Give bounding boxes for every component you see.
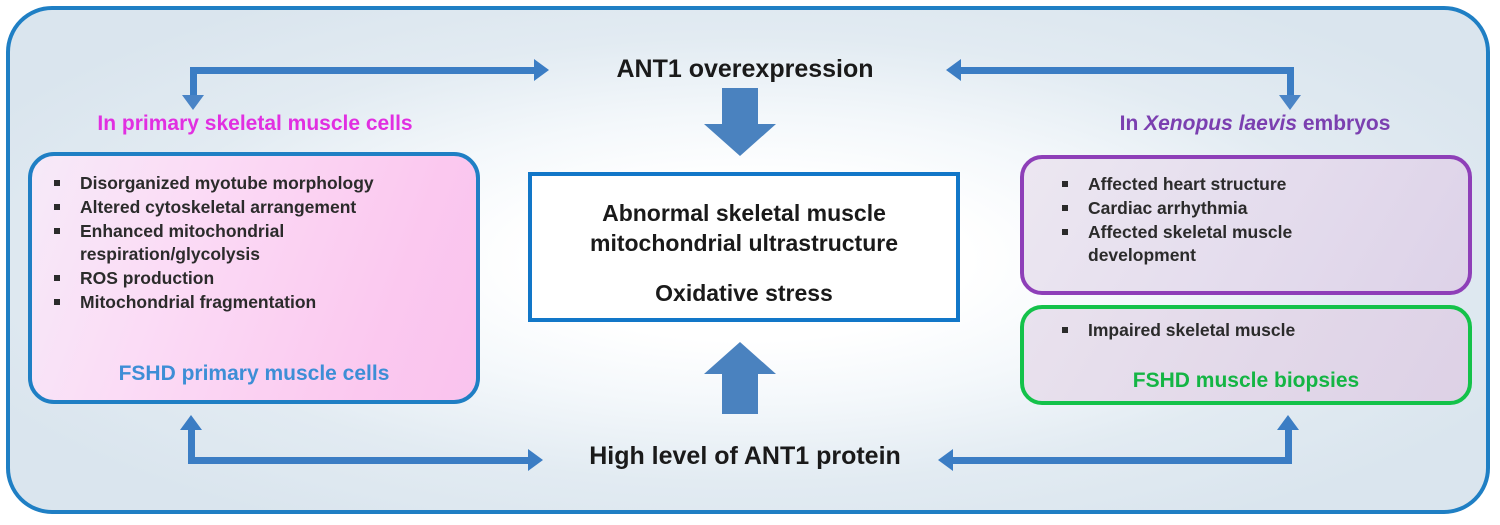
arrowhead-bottom-left-into-label bbox=[528, 449, 543, 471]
arrowhead-top-left-into-title bbox=[534, 59, 549, 81]
arrowhead-bottom-right-into-label bbox=[938, 449, 953, 471]
center-line-1: Abnormal skeletal muscle bbox=[602, 200, 886, 226]
block-arrow-up bbox=[704, 342, 776, 414]
page-title-top: ANT1 overexpression bbox=[616, 55, 874, 83]
list-item-continuation: respiration/glycolysis bbox=[80, 244, 260, 265]
heading-suffix: embryos bbox=[1297, 112, 1391, 135]
list-item-continuation: development bbox=[1088, 245, 1196, 266]
connector-bottom-right-vertical bbox=[1285, 428, 1292, 462]
list-item: Mitochondrial fragmentation bbox=[46, 291, 466, 314]
connector-top-left-horizontal bbox=[190, 67, 542, 74]
right-section-heading: In Xenopus laevis embryos bbox=[1035, 112, 1475, 136]
arrowhead-top-left-down bbox=[182, 95, 204, 110]
list-item: Affected skeletal muscle bbox=[1054, 221, 1454, 244]
block-arrow-down bbox=[704, 88, 776, 156]
connector-top-right-vertical bbox=[1287, 67, 1294, 97]
page-title-bottom: High level of ANT1 protein bbox=[589, 442, 901, 470]
heading-species-name: Xenopus laevis bbox=[1144, 112, 1298, 135]
list-item: Altered cytoskeletal arrangement bbox=[46, 196, 466, 219]
left-bullet-list: Disorganized myotube morphology Altered … bbox=[46, 172, 466, 315]
list-item: Disorganized myotube morphology bbox=[46, 172, 466, 195]
connector-bottom-right-horizontal bbox=[952, 457, 1292, 464]
connector-top-left-vertical bbox=[190, 67, 197, 97]
biopsy-panel-footer: FSHD muscle biopsies bbox=[1132, 369, 1360, 392]
left-panel-footer: FSHD primary muscle cells bbox=[118, 362, 390, 385]
panel-central-outcome: Abnormal skeletal muscle mitochondrial u… bbox=[528, 172, 960, 322]
left-section-heading: In primary skeletal muscle cells bbox=[97, 112, 413, 135]
list-item: Affected heart structure bbox=[1054, 173, 1454, 196]
xenopus-bullet-list: Affected heart structure Cardiac arrhyth… bbox=[1054, 173, 1454, 268]
list-item: Impaired skeletal muscle bbox=[1054, 319, 1454, 342]
connector-top-right-horizontal bbox=[960, 67, 1294, 74]
list-item: Cardiac arrhythmia bbox=[1054, 197, 1454, 220]
center-secondary-text: Oxidative stress bbox=[655, 280, 833, 306]
list-item: Enhanced mitochondrial bbox=[46, 220, 466, 243]
connector-bottom-left-vertical bbox=[188, 428, 195, 462]
heading-prefix: In bbox=[1119, 112, 1145, 135]
panel-fshd-muscle-biopsies: Impaired skeletal muscle FSHD muscle bio… bbox=[1020, 305, 1472, 405]
arrowhead-bottom-right-up bbox=[1277, 415, 1299, 430]
center-line-2: mitochondrial ultrastructure bbox=[590, 230, 898, 257]
connector-bottom-left-horizontal bbox=[188, 457, 536, 464]
panel-primary-muscle-cells: Disorganized myotube morphology Altered … bbox=[28, 152, 480, 404]
arrowhead-bottom-left-up bbox=[180, 415, 202, 430]
list-item: ROS production bbox=[46, 267, 466, 290]
center-primary-text: Abnormal skeletal muscle mitochondrial u… bbox=[532, 198, 956, 259]
panel-xenopus-embryos: Affected heart structure Cardiac arrhyth… bbox=[1020, 155, 1472, 295]
biopsy-bullet-list: Impaired skeletal muscle bbox=[1054, 319, 1454, 343]
arrowhead-top-right-down bbox=[1279, 95, 1301, 110]
arrowhead-top-right-into-title bbox=[946, 59, 961, 81]
